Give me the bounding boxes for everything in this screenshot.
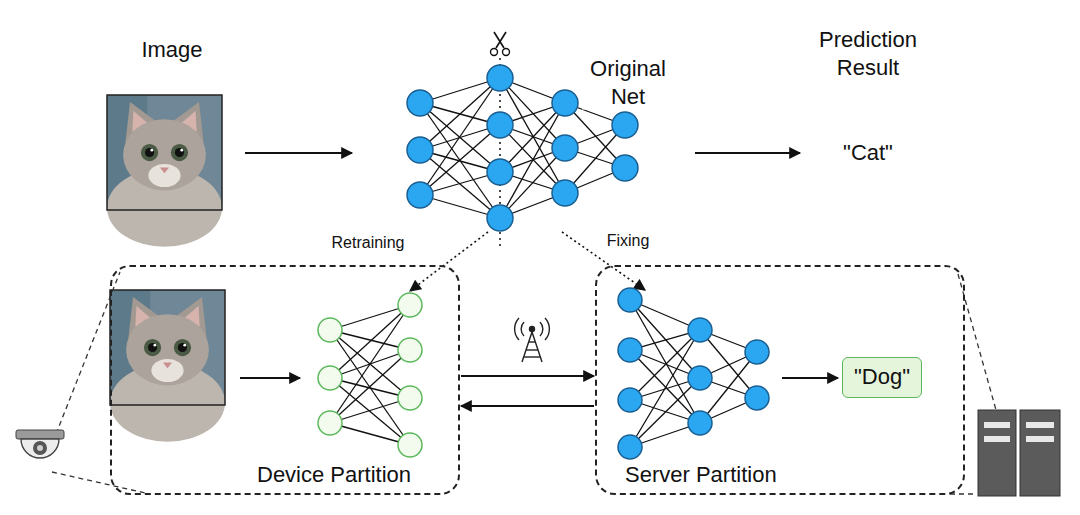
dotted-arrow	[410, 232, 488, 291]
partition-box: Server Partition "Dog"	[595, 265, 965, 495]
server-icon	[950, 274, 1060, 496]
net-link	[330, 350, 410, 423]
flow-arrow	[240, 377, 300, 379]
neuron	[398, 293, 422, 317]
neuron	[745, 386, 769, 410]
net-link	[700, 352, 757, 423]
prediction-value: "Cat"	[841, 139, 895, 167]
transfer-arrow	[461, 375, 594, 377]
neuron	[398, 433, 422, 457]
flow-arrow	[782, 377, 838, 379]
net-link	[500, 148, 565, 218]
neuron	[618, 388, 642, 412]
neuron	[407, 137, 433, 163]
neuron	[688, 366, 712, 390]
transfer-arrow	[461, 405, 594, 407]
neuron	[487, 205, 513, 231]
neuron	[612, 112, 638, 138]
neuron	[618, 435, 642, 459]
neuron	[407, 90, 433, 116]
server-net	[618, 288, 769, 459]
neuron	[688, 318, 712, 342]
step-label: Retraining	[330, 233, 407, 253]
neuron	[318, 318, 342, 342]
image-label: Image	[139, 36, 204, 64]
neuron	[487, 112, 513, 138]
neuron	[407, 182, 433, 208]
net-link	[420, 125, 500, 195]
neuron	[745, 340, 769, 364]
neuron	[618, 288, 642, 312]
neuron	[318, 411, 342, 435]
neuron	[688, 411, 712, 435]
flow-arrow	[245, 152, 352, 154]
neuron	[318, 366, 342, 390]
neuron	[398, 386, 422, 410]
neuron	[552, 180, 578, 206]
net-link	[630, 378, 700, 447]
cat-photo	[110, 290, 225, 442]
step-label: Fixing	[605, 231, 652, 251]
neuron	[552, 90, 578, 116]
net-link	[420, 78, 500, 150]
flow-arrow	[695, 152, 800, 154]
net-link	[330, 305, 410, 423]
net-label: Original Net	[582, 55, 674, 110]
node-text: "Dog"	[854, 364, 910, 390]
output-heading: Prediction Result	[801, 26, 935, 81]
neuron	[552, 135, 578, 161]
partition-box: Device Partition	[110, 265, 460, 495]
node-text: Device Partition	[257, 462, 411, 488]
neuron	[398, 338, 422, 362]
result-box: "Dog"	[842, 357, 922, 398]
device-net	[318, 293, 422, 457]
scissors-icon	[491, 32, 510, 56]
camera-icon	[16, 272, 150, 494]
node-text: Server Partition	[625, 462, 777, 488]
neuron	[612, 155, 638, 181]
neuron	[487, 159, 513, 185]
net-link	[630, 300, 700, 378]
antenna-icon	[515, 318, 550, 362]
net-link	[330, 305, 410, 378]
neuron	[618, 338, 642, 362]
neuron	[487, 65, 513, 91]
cat-photo	[107, 95, 222, 247]
